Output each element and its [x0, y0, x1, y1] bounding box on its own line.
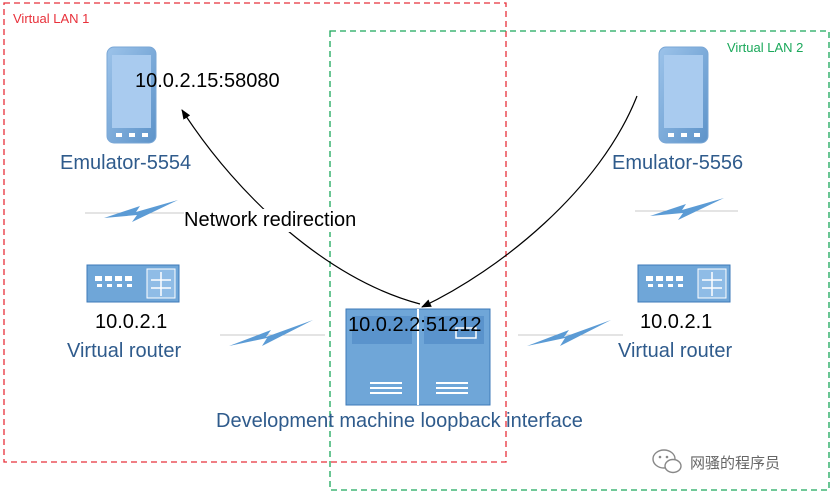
machine-socket-label: 10.0.2.2:51212	[348, 314, 482, 336]
router-icon	[637, 264, 731, 303]
router-icon	[86, 264, 180, 303]
lightning-link-icon	[220, 320, 325, 346]
machine-label: Development machine loopback interface	[216, 410, 583, 432]
phone-icon	[106, 46, 157, 144]
virtual-lan-1-boundary	[3, 2, 507, 463]
lightning-link-icon	[518, 320, 623, 346]
virtual-lan-2-label: Virtual LAN 2	[727, 40, 804, 55]
left-router-ip: 10.0.2.1	[95, 311, 168, 333]
virtual-lan-1-label: Virtual LAN 1	[13, 11, 90, 26]
phone-icon	[658, 46, 709, 144]
lightning-link-icon	[635, 198, 738, 220]
network-redirection-label: Network redirection	[184, 209, 357, 232]
emulator-5554-label: Emulator-5554	[60, 152, 192, 174]
right-router-label: Virtual router	[618, 340, 733, 362]
left-router-label: Virtual router	[67, 340, 182, 362]
arrow-emulator-5556-to-machine	[421, 95, 638, 308]
emulator-5556-label: Emulator-5556	[612, 152, 744, 174]
emulator-5554-socket-label: 10.0.2.15:58080	[135, 70, 280, 92]
watermark-text: 网骚的程序员	[690, 455, 781, 472]
right-router-ip: 10.0.2.1	[640, 311, 713, 333]
redirection-arrow-to-emulator-5554	[181, 109, 421, 305]
lightning-link-icon	[85, 200, 190, 222]
server-icon	[345, 308, 491, 406]
wechat-icon	[652, 449, 682, 474]
